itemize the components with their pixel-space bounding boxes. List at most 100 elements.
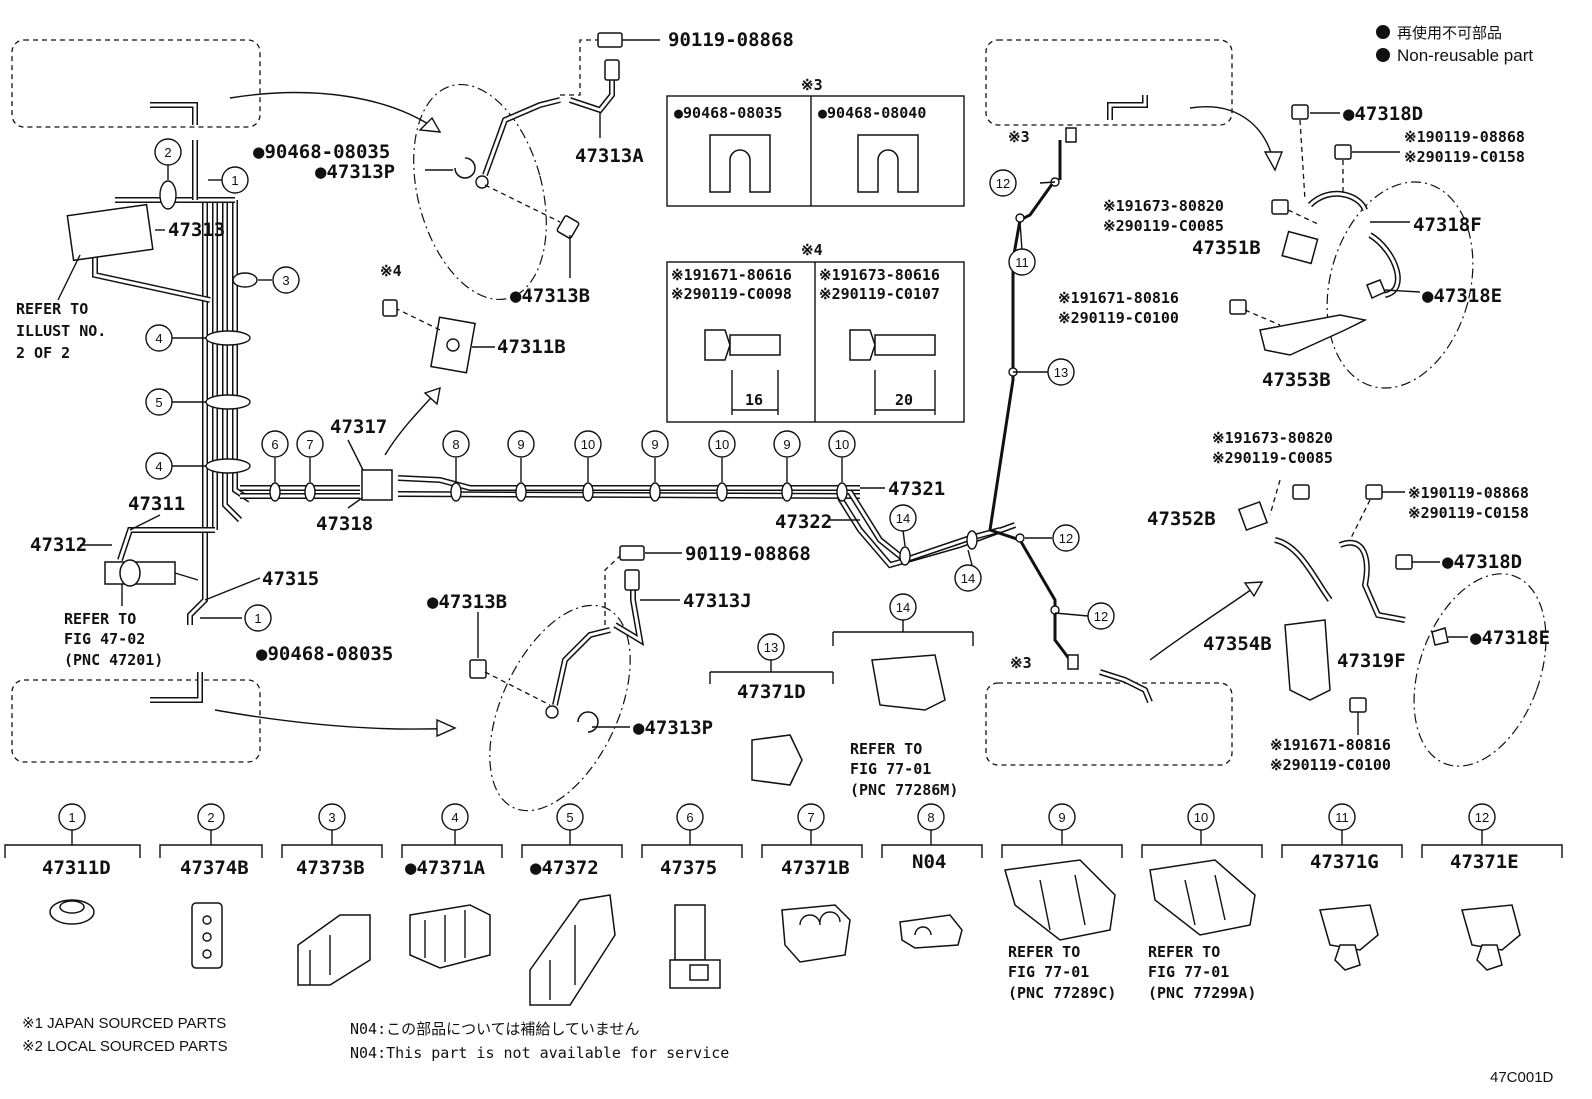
box4-title: ※4 <box>801 241 823 259</box>
bracket-47354B <box>1284 619 1331 701</box>
label-47311: 47311 <box>128 493 185 515</box>
arrow-line <box>1189 106 1276 171</box>
ref-191673-80820-a: ※191673-80820 <box>1103 197 1224 215</box>
bolt-icon <box>1395 554 1413 570</box>
box4-left-line2: ※290119-C0098 <box>671 285 792 303</box>
part-47371B: 47371B <box>781 857 850 879</box>
callout-number-7: 7 <box>306 437 313 452</box>
clip-icon <box>1431 627 1449 646</box>
box4-right-line2: ※290119-C0107 <box>819 285 940 303</box>
callout-number-8: 8 <box>452 437 459 452</box>
label-47313P-mid: ●47313P <box>633 717 713 739</box>
clip-plate-icon <box>857 134 919 193</box>
clamp-47373B-icon <box>297 914 371 986</box>
callout-number-5: 5 <box>566 810 573 825</box>
clip-47371D-icon <box>751 734 803 786</box>
front-left-area-outline <box>11 39 261 128</box>
bolt-icon <box>1334 144 1352 160</box>
detail-circle <box>1326 181 1474 389</box>
box4-left-dim: 16 <box>745 391 763 409</box>
bolt-icon <box>1229 299 1247 315</box>
union-bolt-icon <box>619 545 645 561</box>
note-japan-sourced: ※1 JAPAN SOURCED PARTS <box>22 1015 226 1032</box>
ref-290119-C0158-a: ※290119-C0158 <box>1404 148 1525 166</box>
callout-number-10: 10 <box>1194 810 1208 825</box>
label-47313J: 47313J <box>683 590 752 612</box>
rear-left-area-outline <box>11 679 261 763</box>
bolt-16-icon <box>704 329 781 415</box>
clamp-47371A-icon <box>409 904 491 969</box>
bracket-47352B <box>1237 500 1269 532</box>
label-47311B: 47311B <box>497 336 566 358</box>
callout-number-10: 10 <box>581 437 595 452</box>
label-47315: 47315 <box>262 568 319 590</box>
refer-10-1: REFER TO <box>1148 943 1220 961</box>
clamp-77289C-icon <box>1004 859 1116 941</box>
box3-frame <box>666 95 965 207</box>
box4-left-line1: ※191671-80616 <box>671 266 792 284</box>
clip-icon <box>577 711 599 733</box>
refer-10-2: FIG 77-01 <box>1148 963 1229 981</box>
horizontal-clips <box>269 482 978 566</box>
ref-290119-C0085-b: ※290119-C0085 <box>1212 449 1333 467</box>
label-47312: 47312 <box>30 534 87 556</box>
part-47311D: 47311D <box>42 857 111 879</box>
callout-number-10: 10 <box>835 437 849 452</box>
callout-number-6: 6 <box>686 810 693 825</box>
callout-number-7: 7 <box>807 810 814 825</box>
callout-number-13: 13 <box>764 640 778 655</box>
label-47317: 47317 <box>330 416 387 438</box>
clamp-47372-icon <box>529 894 616 1006</box>
label-47318E-bot: ●47318E <box>1470 627 1550 649</box>
label-47313B-top: ●47313B <box>510 285 590 307</box>
callout-number-11: 11 <box>1015 255 1029 270</box>
label-47313P-top: ●47313P <box>315 161 395 183</box>
front-right-area-outline <box>985 39 1233 126</box>
brake-hose-47318F <box>1307 190 1368 212</box>
callout-number-1: 1 <box>68 810 75 825</box>
label-47353B: 47353B <box>1262 369 1331 391</box>
refer-illust-2: ILLUST NO. <box>16 322 106 340</box>
box4-right-dim: 20 <box>895 391 913 409</box>
label-47313: 47313 <box>168 219 225 241</box>
bracket-47353B <box>1259 314 1368 356</box>
brake-actuator <box>66 203 154 262</box>
clamp-4 <box>205 458 251 474</box>
label-90119-08868-mid: 90119-08868 <box>685 543 811 565</box>
bottom-parts-row: 1 2 3 4 5 6 7 8 9 10 11 12 47311D 47374B… <box>4 803 1563 1006</box>
box3-right-label: ●90468-08040 <box>818 104 926 122</box>
clamp-3 <box>232 272 258 288</box>
ref-190119-08868-a: ※190119-08868 <box>1404 128 1525 146</box>
clip-47371G-icon <box>1319 904 1379 971</box>
callout-number-9: 9 <box>783 437 790 452</box>
ref-290119-C0100-a: ※290119-C0100 <box>1058 309 1179 327</box>
label-47313A: 47313A <box>575 145 644 167</box>
hose-stub <box>1107 95 1148 120</box>
arrow-head-icon <box>1243 581 1264 598</box>
callout-number-13: 13 <box>1054 365 1068 380</box>
clamp-47374B-icon <box>191 902 223 969</box>
tube-joint-47317 <box>361 469 393 501</box>
refer-fig7701-2: FIG 77-01 <box>850 760 931 778</box>
clip-plate-icon <box>709 134 771 193</box>
label-x3-b: ※3 <box>1010 654 1032 672</box>
refer-fig7701-1: REFER TO <box>850 740 922 758</box>
label-90468-08035-bot: ●90468-08035 <box>256 643 393 665</box>
hose-stub <box>150 102 198 125</box>
bracket-47351B <box>1281 230 1319 265</box>
ref-190119-08868-b: ※190119-08868 <box>1408 484 1529 502</box>
callout-number-12: 12 <box>1059 531 1073 546</box>
clip-N04-icon <box>899 914 963 949</box>
clip-icon <box>1366 279 1386 300</box>
bolt-icon <box>1349 697 1367 713</box>
refer-fig4702-3: (PNC 47201) <box>64 651 163 669</box>
label-47318: 47318 <box>316 513 373 535</box>
label-x3-a: ※3 <box>1008 128 1030 146</box>
label-47321: 47321 <box>888 478 945 500</box>
ref-290119-C0085-a: ※290119-C0085 <box>1103 217 1224 235</box>
box4-right-line1: ※191673-80616 <box>819 266 940 284</box>
detail-circle <box>1413 573 1547 767</box>
callout-circles: 1 2 3 4 5 4 6 7 8 9 10 9 10 9 10 1 14 14… <box>145 138 1115 661</box>
arrow-head-icon <box>1263 151 1284 172</box>
